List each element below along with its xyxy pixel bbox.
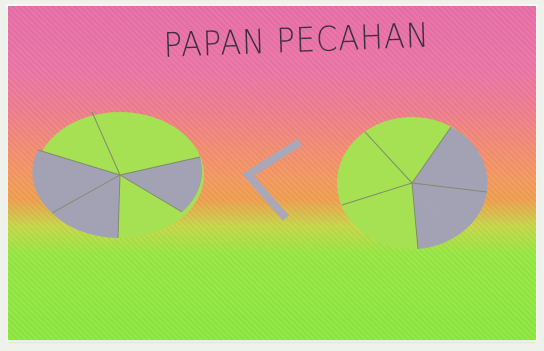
less-than-sign xyxy=(248,142,300,218)
left-fraction-circle xyxy=(32,112,204,238)
right-fraction-circle xyxy=(337,117,488,249)
